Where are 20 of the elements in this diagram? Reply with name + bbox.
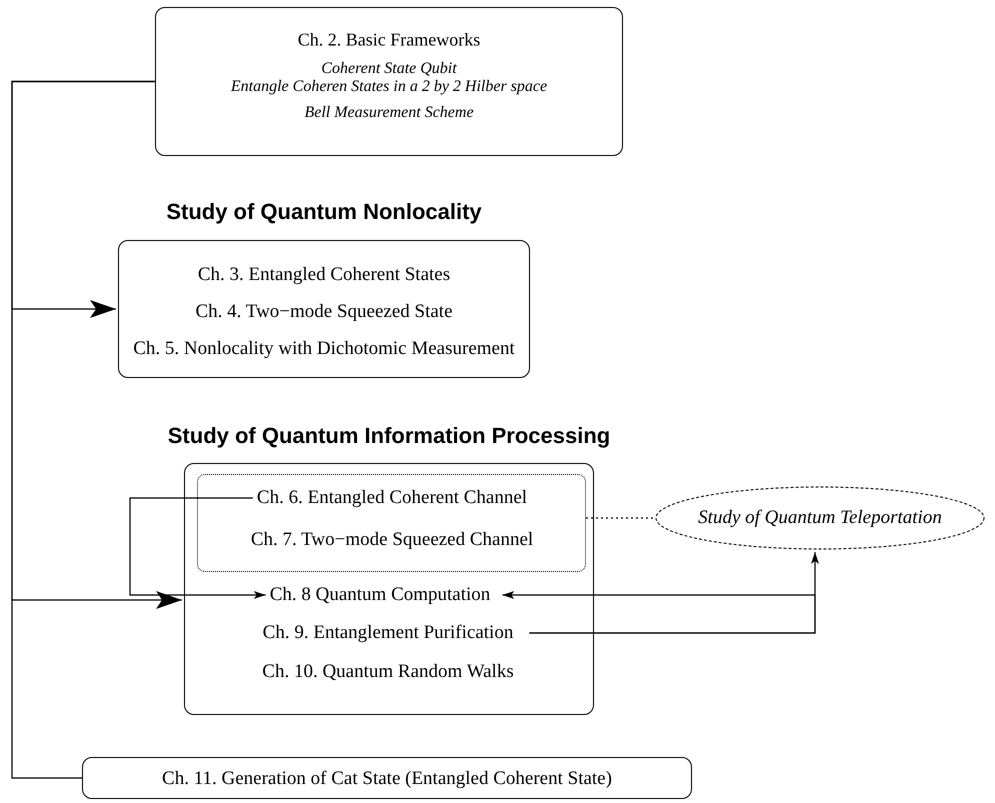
chapter-label: Ch. 8 Quantum Computation xyxy=(270,584,490,606)
ellipse-label: Study of Quantum Teleportation xyxy=(698,507,942,529)
dotted-connector xyxy=(586,517,655,519)
chapter-label: Ch. 4. Two−mode Squeezed State xyxy=(195,301,453,323)
section-heading: Study of Quantum Nonlocality xyxy=(166,199,482,225)
chapter-label: Bell Measurement Scheme xyxy=(304,104,474,122)
arrow xyxy=(129,497,266,599)
section-heading: Study of Quantum Information Processing xyxy=(168,423,610,449)
chapter-label: Entangle Coheren States in a 2 by 2 Hilber space xyxy=(230,78,548,96)
chapter-label: Coherent State Qubit xyxy=(321,60,457,78)
chapter-label: Ch. 7. Two−mode Squeezed Channel xyxy=(250,529,534,551)
chapter-label: Ch. 3. Entangled Coherent States xyxy=(198,264,450,286)
chapter-label: Ch. 2. Basic Frameworks xyxy=(298,30,480,50)
chapter-label: Ch. 5. Nonlocality with Dichotomic Measurement xyxy=(133,338,515,360)
connector-line xyxy=(11,80,155,779)
chapter-label: Ch. 11. Generation of Cat State (Entangled Coherent State) xyxy=(162,768,612,790)
chapter-label: Ch. 10. Quantum Random Walks xyxy=(262,661,514,683)
chapter-label: Ch. 6. Entangled Coherent Channel xyxy=(256,487,528,509)
chapter-label: Ch. 9. Entanglement Purification xyxy=(262,622,514,644)
arrow xyxy=(502,591,816,634)
